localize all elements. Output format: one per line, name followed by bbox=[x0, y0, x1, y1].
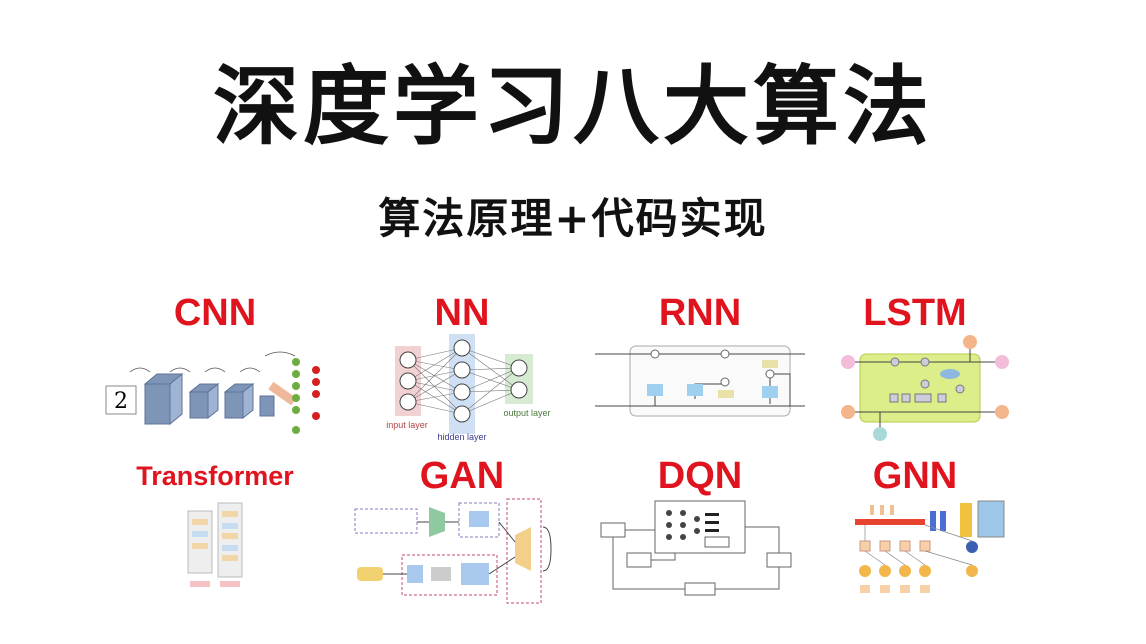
page-subtitle: 算法原理+代码实现 bbox=[378, 194, 768, 243]
rnn-diagram bbox=[595, 345, 805, 417]
transformer-diagram bbox=[187, 502, 243, 587]
algorithm-card-gan: GAN bbox=[347, 455, 577, 605]
algorithm-card-nn: NN input layer hidden layer output layer bbox=[347, 292, 577, 442]
nn-hidden-layer-label: hidden layer bbox=[437, 432, 486, 442]
algorithm-label: GAN bbox=[419, 455, 505, 497]
algorithm-label: RNN bbox=[658, 292, 742, 334]
cnn-diagram: 2 bbox=[105, 351, 320, 434]
nn-output-layer-label: output layer bbox=[503, 408, 550, 418]
svg-text:2: 2 bbox=[114, 389, 128, 414]
algorithm-label: DQN bbox=[657, 455, 743, 497]
nn-input-layer-label: input layer bbox=[386, 420, 428, 430]
page-title: 深度学习八大算法 bbox=[213, 57, 933, 157]
gnn-diagram bbox=[855, 500, 1005, 593]
lstm-diagram bbox=[841, 335, 1009, 441]
algorithm-card-gnn: GNN bbox=[800, 455, 1030, 605]
algorithm-label: GNN bbox=[872, 455, 958, 497]
nn-diagram: input layer hidden layer output layer bbox=[386, 334, 551, 442]
algorithm-label: NN bbox=[434, 292, 490, 334]
algorithm-label: LSTM bbox=[863, 292, 967, 334]
algorithm-card-lstm: LSTM bbox=[800, 292, 1030, 442]
algorithm-card-transformer: Transformer bbox=[100, 455, 330, 605]
algorithm-card-dqn: DQN bbox=[585, 455, 815, 605]
gan-diagram bbox=[354, 498, 552, 604]
algorithm-label: Transformer bbox=[136, 461, 294, 491]
dqn-diagram bbox=[600, 500, 792, 596]
algorithm-card-rnn: RNN bbox=[585, 292, 815, 442]
algorithm-label: CNN bbox=[173, 292, 257, 334]
algorithm-card-cnn: CNN 2 bbox=[100, 292, 330, 442]
